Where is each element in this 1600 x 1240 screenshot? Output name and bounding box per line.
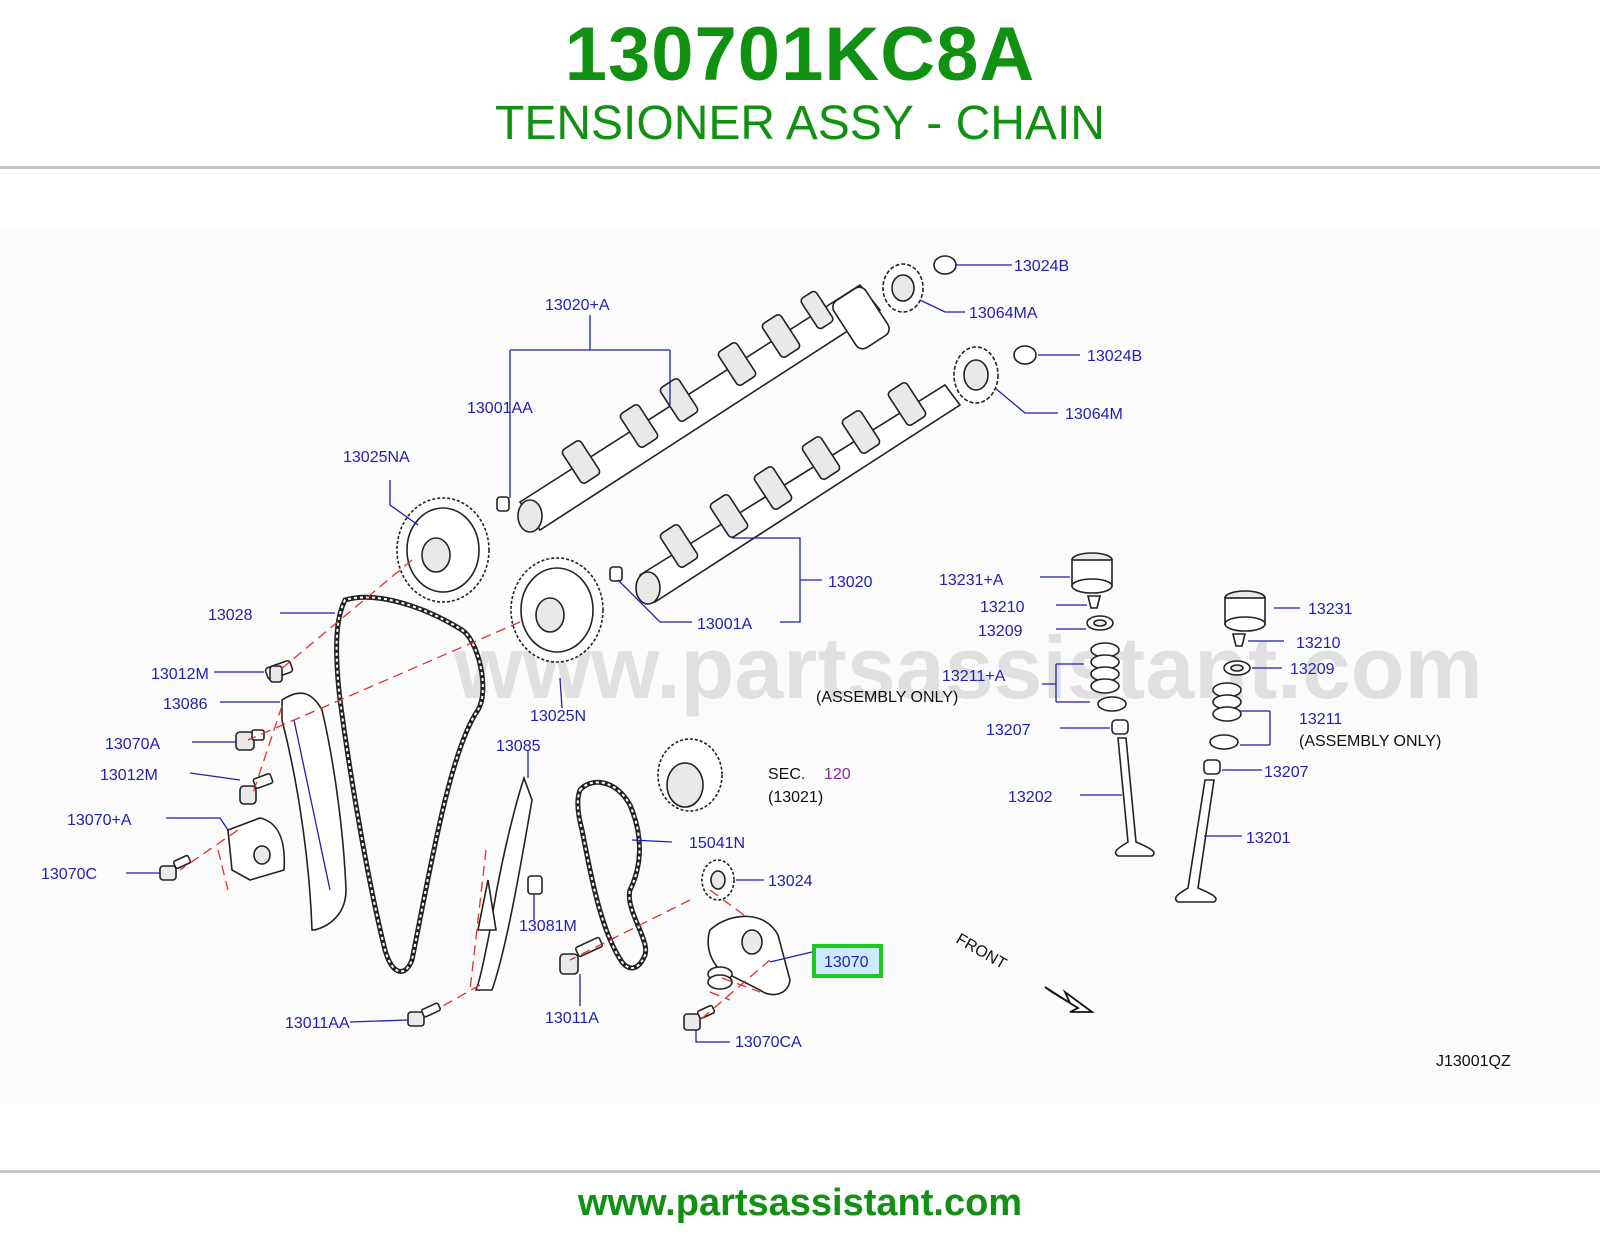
valve-13202[interactable] [1114,737,1155,857]
part-number-title: 130701KC8A [564,12,1036,97]
label-13209-right[interactable]: 13209 [1290,661,1335,678]
bolt-13070CA[interactable] [683,1004,716,1031]
label-13209-left[interactable]: 13209 [978,623,1023,640]
front-arrow-icon [1044,986,1095,1013]
parts-diagram: www.partsassistant.com [0,230,1600,1105]
label-13001A[interactable]: 13001A [697,616,752,633]
label-13064M[interactable]: 13064M [1065,406,1123,423]
valve-spring-13211[interactable] [1209,682,1242,750]
label-assembly-only-left: (ASSEMBLY ONLY) [816,689,958,706]
label-13020[interactable]: 13020 [828,574,873,591]
label-13011A[interactable]: 13011A [545,1010,599,1027]
intake-camshaft[interactable] [517,283,892,533]
label-15041N[interactable]: 15041N [689,835,745,852]
valve-seal-13207-left[interactable] [1111,719,1129,735]
label-13201[interactable]: 13201 [1246,830,1291,847]
label-13070A-plus[interactable]: 13070+A [67,812,132,829]
bolt-13011A[interactable] [559,936,604,975]
dowel-13001A[interactable] [609,566,623,582]
oil-pump-chain-15041N[interactable] [575,779,649,971]
label-13020A[interactable]: 13020+A [545,297,610,314]
bolt-13011AA[interactable] [407,1002,441,1027]
valve-spring-13211A[interactable] [1090,642,1127,712]
vtc-sprocket-13025NA[interactable] [396,497,490,603]
bolt-13070C[interactable] [159,854,192,881]
page-header: 130701KC8A TENSIONER ASSY - CHAIN [0,0,1600,168]
label-13081M[interactable]: 13081M [519,918,577,935]
vtc-sprocket-13025N[interactable] [510,557,604,663]
label-13024B-2[interactable]: 13024B [1087,348,1142,365]
valve-lifter-13231A[interactable] [1071,552,1113,594]
label-13025N[interactable]: 13025N [530,708,586,725]
timing-chain-13028[interactable] [334,594,486,974]
valve-seal-13207-right[interactable] [1203,759,1221,775]
diagram-canvas: www.partsassistant.com [41,255,1511,1070]
label-13001AA[interactable]: 13001AA [467,400,533,417]
label-13012M-2[interactable]: 13012M [100,767,158,784]
label-13086[interactable]: 13086 [163,696,208,713]
diagram-code: J13001QZ [1436,1053,1511,1070]
valve-13201[interactable] [1174,779,1217,903]
footer-url-link[interactable]: www.partsassistant.com [577,1182,1023,1224]
dowel-13001AA[interactable] [496,496,510,512]
label-13207-left[interactable]: 13207 [986,722,1031,739]
collet-13210-left[interactable] [1086,595,1102,609]
label-13012M-1[interactable]: 13012M [151,666,209,683]
label-sec-ref: (13021) [768,789,823,806]
valve-lifter-13231[interactable] [1224,590,1266,632]
label-13070A[interactable]: 13070A [105,736,160,753]
label-13070CA[interactable]: 13070CA [735,1034,802,1051]
label-13211A[interactable]: 13211+A [942,668,1006,685]
label-13207-right[interactable]: 13207 [1264,764,1309,781]
dowel-13081M[interactable] [527,875,543,895]
label-13202[interactable]: 13202 [1008,789,1053,806]
oil-pump-gear-sec120[interactable] [657,738,723,812]
label-13064MA[interactable]: 13064MA [969,305,1038,322]
tensioner-13070A-plus[interactable] [227,817,286,881]
highlight-box-13070 [812,944,883,978]
part-name-subtitle: TENSIONER ASSY - CHAIN [495,97,1105,150]
label-13025NA[interactable]: 13025NA [343,449,410,466]
label-sec: SEC. [768,766,805,783]
label-13028[interactable]: 13028 [208,607,253,624]
collet-13210-right[interactable] [1231,633,1247,647]
retainer-13209-right[interactable] [1223,660,1251,676]
chain-guide-13085[interactable] [474,775,533,991]
plug-13024B-top[interactable] [933,255,957,275]
sprocket-13024[interactable] [701,859,735,901]
label-13024B-top[interactable]: 13024B [1014,258,1069,275]
label-13024[interactable]: 13024 [768,873,813,890]
label-13231[interactable]: 13231 [1308,601,1353,618]
label-13231A[interactable]: 13231+A [939,572,1004,589]
label-assembly-only-right: (ASSEMBLY ONLY) [1299,733,1441,750]
retainer-13209-left[interactable] [1086,615,1114,631]
label-13210-right[interactable]: 13210 [1296,635,1341,652]
footer-divider [0,1170,1600,1173]
label-13011AA[interactable]: 13011AA [285,1015,350,1032]
bolt-13070A[interactable] [235,729,265,751]
cam-sprocket-13064MA[interactable] [882,263,924,313]
front-label: FRONT [953,931,1009,973]
chain-guide-13086[interactable] [281,692,347,931]
label-13211[interactable]: 13211 [1299,711,1342,728]
label-sec-120[interactable]: 120 [824,766,851,783]
exhaust-camshaft[interactable] [635,381,962,605]
label-13085[interactable]: 13085 [496,738,541,755]
watermark-text: www.partsassistant.com [453,618,1483,717]
cam-sprocket-13064M[interactable] [953,346,999,404]
bolt-13012M-2[interactable] [239,772,274,805]
label-13070C[interactable]: 13070C [41,866,97,883]
tensioner-13070[interactable] [707,915,791,996]
label-13070[interactable]: 13070 [824,954,869,971]
header-divider [0,166,1600,169]
plug-13024B-2[interactable] [1013,345,1037,365]
label-13210-left[interactable]: 13210 [980,599,1025,616]
